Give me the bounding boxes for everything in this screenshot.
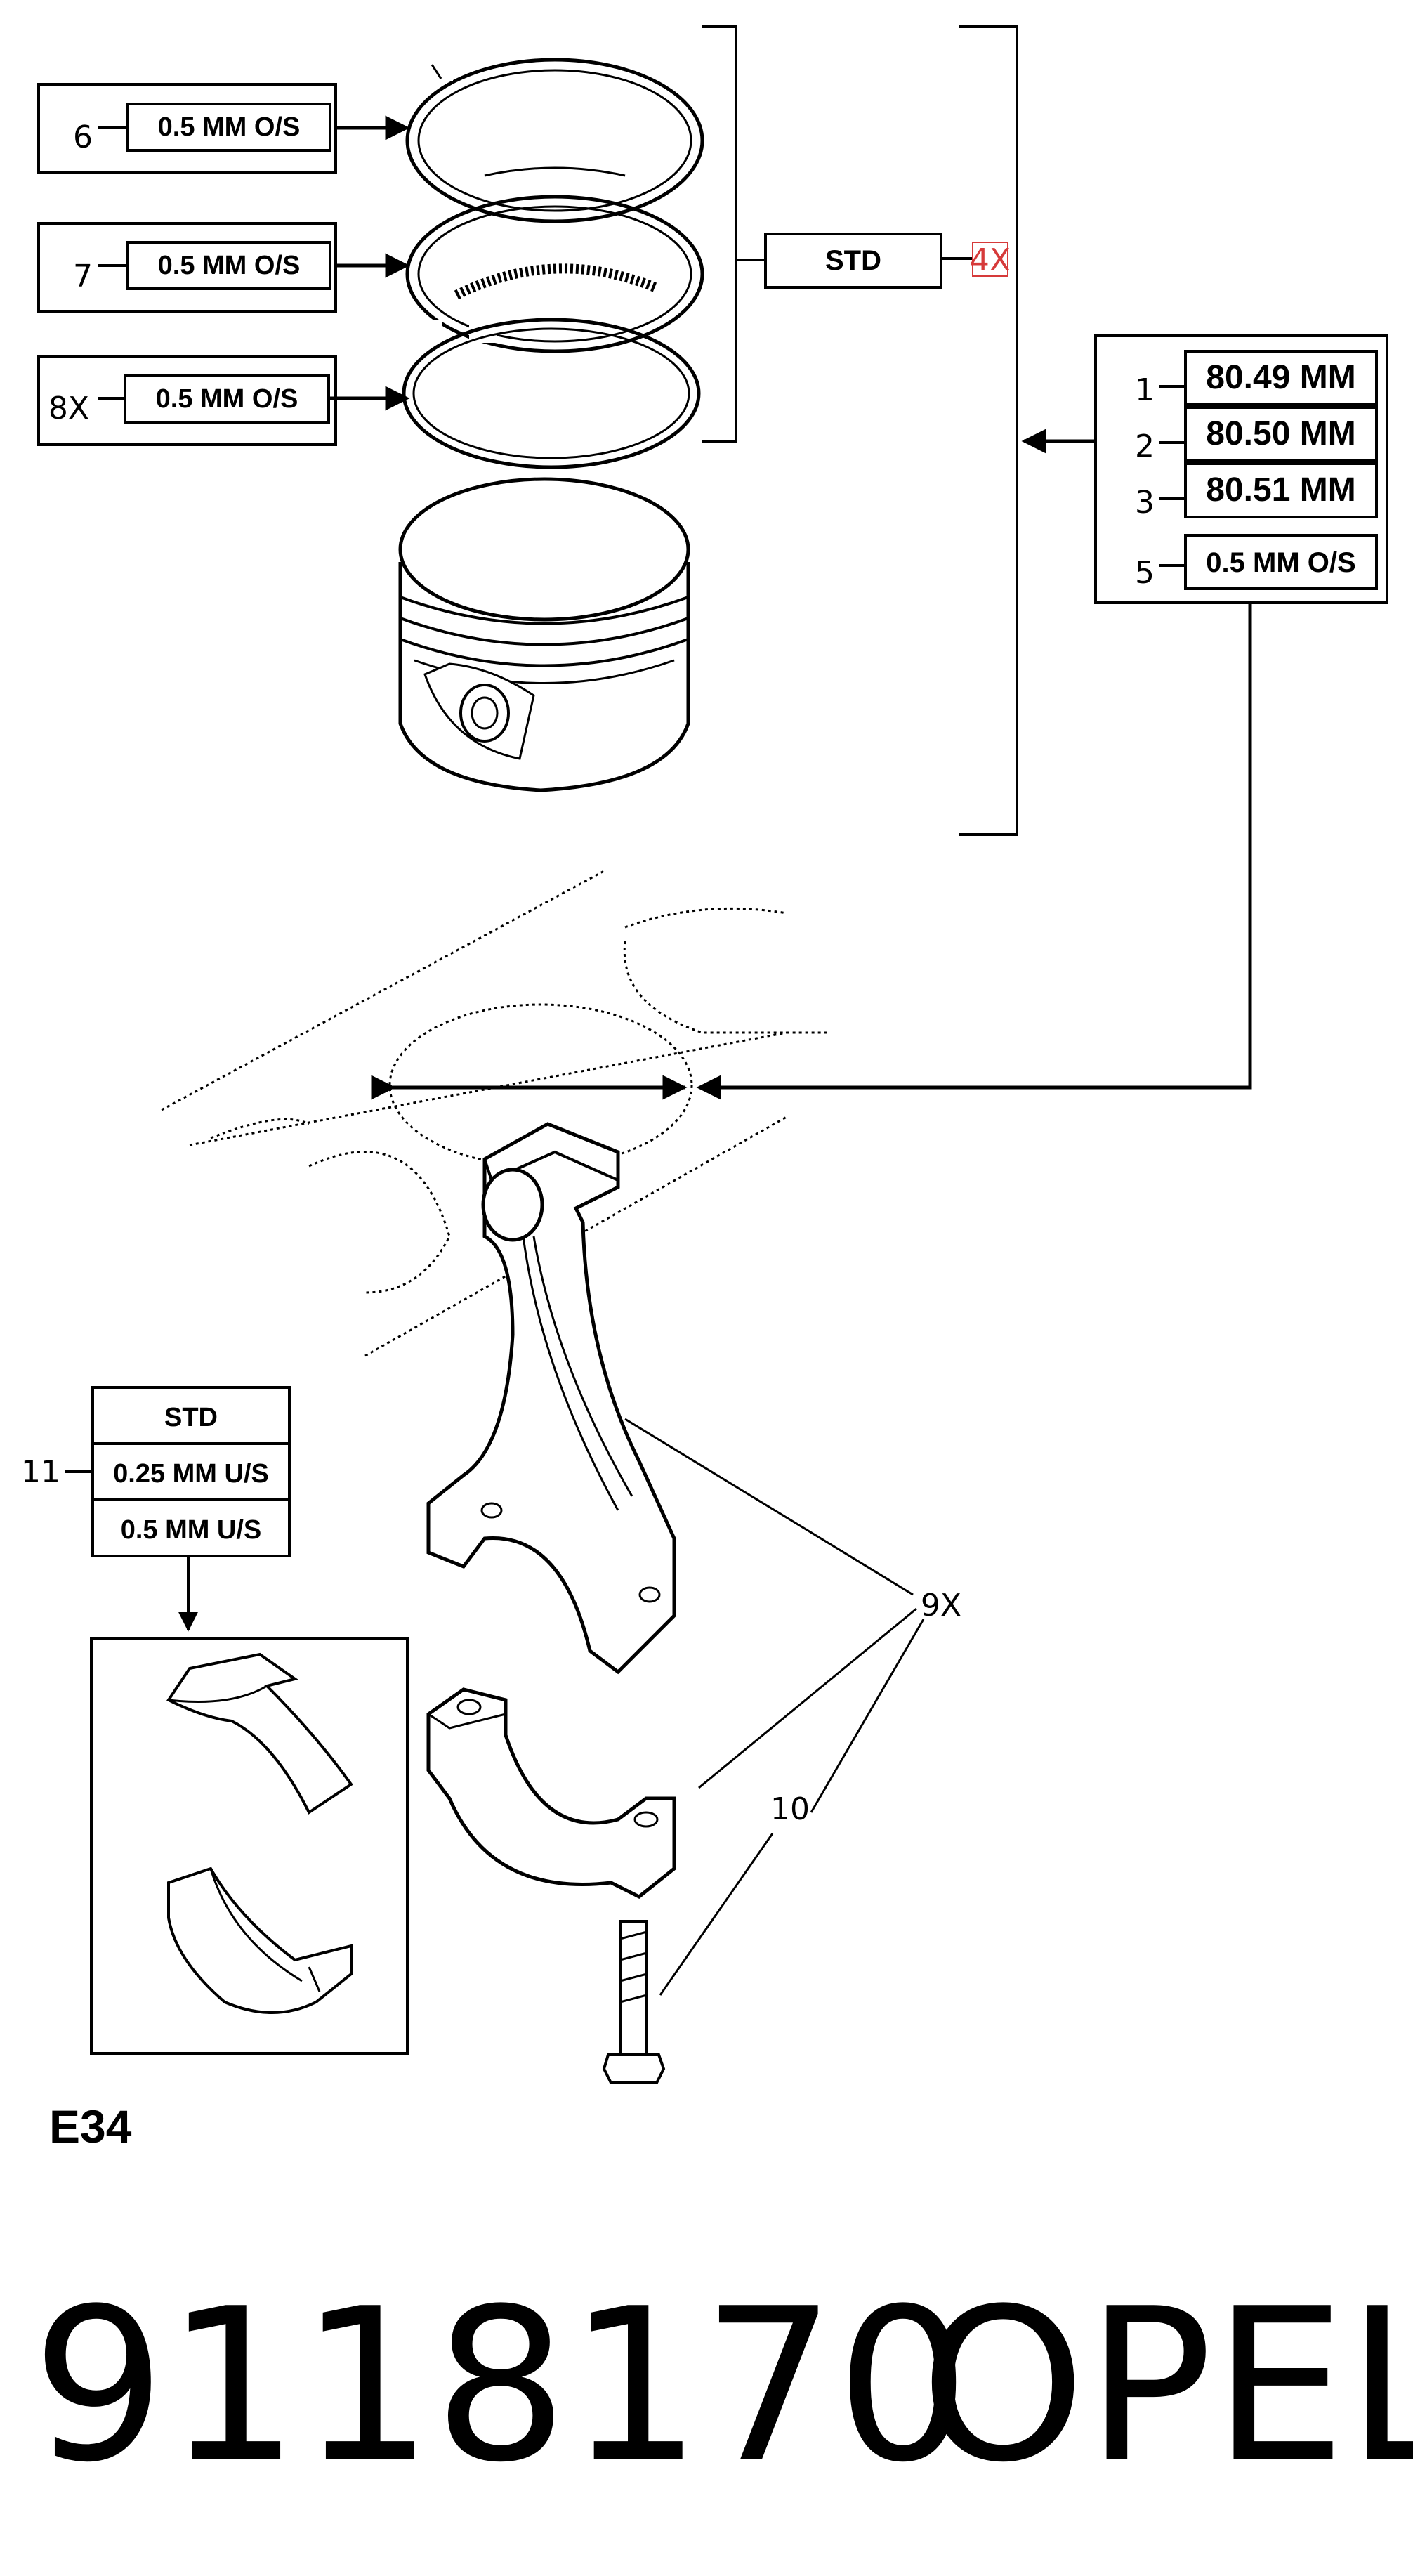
bore-size-leader <box>696 603 1252 1100</box>
size-value-2: 80.50 MM <box>1206 415 1355 452</box>
std-ring-set: STD 4X <box>764 233 1011 289</box>
size-ref-5: 5 <box>1135 555 1155 591</box>
size-value-5: 0.5 MM O/S <box>1206 547 1355 578</box>
piston-assembly-bracket <box>959 25 1018 836</box>
piston-size-table: 1 80.49 MM 2 80.50 MM 3 80.51 MM 5 0.5 M… <box>1094 334 1388 604</box>
brand-name: OPEL <box>920 2263 1413 2509</box>
piston-ring-bottom <box>402 318 701 469</box>
bearing-size-std: STD <box>164 1403 218 1432</box>
ring-ref-7: 7 <box>73 259 93 294</box>
ring-callout-8: 8X 0.5 MM O/S <box>37 355 410 446</box>
size-ref-3: 3 <box>1135 485 1155 521</box>
connecting-rod-cap <box>426 1687 676 1899</box>
rod-bolt <box>602 1920 666 2084</box>
footer: 9118170 OPEL <box>32 2263 1413 2509</box>
ring-ref-6: 6 <box>73 119 93 155</box>
bearing-size-05: 0.5 MM U/S <box>121 1515 262 1545</box>
rod-ref: 9X <box>921 1588 961 1623</box>
size-value-1: 80.49 MM <box>1206 359 1355 396</box>
size-ref-2: 2 <box>1135 429 1155 464</box>
ring-set-bracket <box>702 25 765 443</box>
bearing-size-table: 11 STD 0.25 MM U/S 0.5 MM U/S <box>21 1386 291 1557</box>
cylinder-block-outline <box>161 870 829 1357</box>
bolt-callout: 10 <box>659 1791 810 1996</box>
ring-callout-7: 7 0.5 MM O/S <box>37 222 410 313</box>
ring-size-7: 0.5 MM O/S <box>158 251 301 280</box>
diagram-code: E34 <box>49 2100 132 2152</box>
bearing-ref: 11 <box>21 1454 60 1490</box>
bearing-shells-box <box>90 1637 409 2055</box>
bolt-ref: 10 <box>770 1791 810 1827</box>
connecting-rod <box>426 1122 676 1675</box>
part-number: 9118170 <box>32 2263 970 2509</box>
rod-callout: 9X <box>624 1418 961 1813</box>
std-qty: 4X <box>970 242 1011 278</box>
std-label: STD <box>825 245 881 276</box>
ring-size-6: 0.5 MM O/S <box>158 112 301 142</box>
ring-ref-8: 8X <box>48 391 89 426</box>
piston-ring-oil <box>405 195 704 353</box>
piston-ring-top <box>405 58 704 223</box>
size-value-3: 80.51 MM <box>1206 471 1355 509</box>
ring-size-8: 0.5 MM O/S <box>156 384 298 414</box>
bearing-size-025: 0.25 MM U/S <box>113 1459 269 1489</box>
piston <box>398 477 690 792</box>
size-ref-1: 1 <box>1135 372 1155 408</box>
ring-callout-6: 6 0.5 MM O/S <box>37 83 410 174</box>
